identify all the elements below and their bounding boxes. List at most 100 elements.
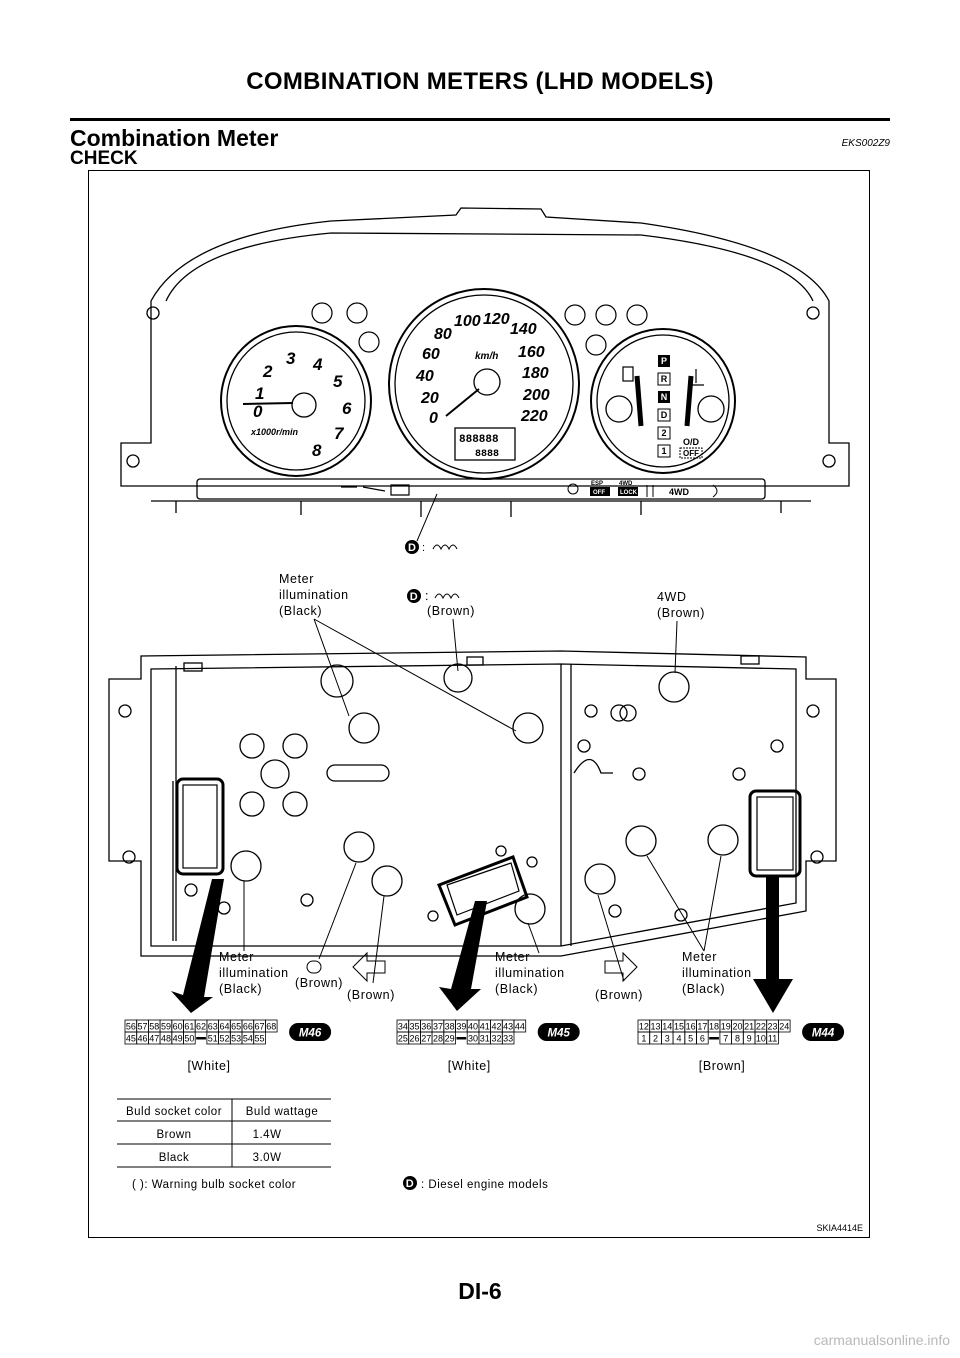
esp-off-label: OFF bbox=[593, 490, 605, 496]
pin-number: 31 bbox=[480, 1034, 490, 1044]
pin-number: 7 bbox=[723, 1034, 728, 1044]
connector-badge bbox=[537, 1023, 580, 1041]
airbag-icon bbox=[346, 302, 368, 324]
meter-front-view bbox=[120, 207, 850, 517]
speedo-num: 120 bbox=[483, 311, 510, 328]
speedometer-dial bbox=[388, 288, 580, 480]
gear-2: 2 bbox=[661, 428, 666, 438]
tacho-num: 5 bbox=[333, 372, 343, 391]
label-line: illumination bbox=[219, 966, 289, 980]
tacho-numbers: 0 1 2 3 4 5 6 7 8 x1000r/min bbox=[250, 349, 352, 460]
pin-number: 5 bbox=[688, 1034, 693, 1044]
housing-outline bbox=[120, 207, 850, 487]
connector-name: M45 bbox=[548, 1028, 571, 1040]
gear-indicator: P R N D 2 1 O/D OFF bbox=[657, 355, 703, 459]
pin-number: 18 bbox=[709, 1022, 719, 1032]
pin-number: 13 bbox=[651, 1022, 661, 1032]
pin-number: 42 bbox=[491, 1022, 501, 1032]
pin-number: 34 bbox=[398, 1022, 408, 1032]
lock-label: LOCK bbox=[620, 490, 638, 496]
label-line: (Brown) bbox=[427, 604, 475, 618]
pin-number: 37 bbox=[433, 1022, 443, 1032]
lower-indicators: ESP OFF 4WD LOCK 4WD bbox=[341, 481, 718, 498]
label-line: (Brown) bbox=[595, 988, 643, 1002]
esp-label: ESP bbox=[591, 481, 603, 487]
label-line: (Brown) bbox=[657, 606, 705, 620]
pin-number: 4 bbox=[676, 1034, 681, 1044]
rear-pointer-arrows bbox=[171, 876, 793, 1013]
pin-number: 40 bbox=[468, 1022, 478, 1032]
table-cell: 3.0W bbox=[253, 1152, 282, 1164]
pin-cell bbox=[513, 1019, 527, 1033]
pin-number: 47 bbox=[149, 1034, 159, 1044]
pin-number: 9 bbox=[747, 1034, 752, 1044]
tacho-num: 1 bbox=[255, 384, 264, 403]
header-rule bbox=[70, 118, 890, 121]
pin-number: 1 bbox=[641, 1034, 646, 1044]
trip-digits: 8888 bbox=[475, 449, 499, 460]
tachometer-dial bbox=[220, 325, 372, 477]
pin-number: 57 bbox=[138, 1022, 148, 1032]
warning-lamps bbox=[311, 302, 704, 386]
connector-badge bbox=[802, 1023, 845, 1041]
pin-cell bbox=[696, 1031, 709, 1045]
tacho-num: 3 bbox=[286, 349, 296, 368]
table-cell: Black bbox=[159, 1152, 190, 1164]
label-line: (Brown) bbox=[347, 988, 395, 1002]
pin-number: 27 bbox=[421, 1034, 431, 1044]
rear-leader-lines bbox=[243, 618, 722, 984]
tacho-num: 0 bbox=[253, 402, 263, 421]
connector-badge bbox=[289, 1023, 332, 1041]
pin-number: 14 bbox=[662, 1022, 672, 1032]
pin-number: 67 bbox=[255, 1022, 265, 1032]
connector-name: M44 bbox=[812, 1028, 835, 1040]
tacho-num: 8 bbox=[312, 441, 322, 460]
pin-number: 38 bbox=[445, 1022, 455, 1032]
pin-number: 52 bbox=[219, 1034, 229, 1044]
pin-number: 10 bbox=[756, 1034, 766, 1044]
figure-frame: 0 1 2 3 4 5 6 7 8 x1000r/min 0 20 40 60 … bbox=[88, 170, 870, 1238]
speedo-numbers: 0 20 40 60 80 100 120 140 160 180 200 22… bbox=[415, 311, 550, 460]
watermark: carmanualsonline.info bbox=[813, 1332, 950, 1348]
pin-number: 19 bbox=[721, 1022, 731, 1032]
abs-icon bbox=[626, 304, 648, 326]
diesel-note: : Diesel engine models bbox=[421, 1179, 548, 1191]
pin-number: 3 bbox=[665, 1034, 670, 1044]
meter-diagram: 0 1 2 3 4 5 6 7 8 x1000r/min 0 20 40 60 … bbox=[108, 207, 850, 1191]
label-line: Meter bbox=[219, 950, 254, 964]
pin-number: 35 bbox=[410, 1022, 420, 1032]
pin-number: 54 bbox=[243, 1034, 253, 1044]
speedo-num: 20 bbox=[420, 390, 439, 407]
table-cell: 1.4W bbox=[253, 1129, 282, 1141]
leader-line bbox=[416, 493, 438, 542]
slip-icon bbox=[585, 334, 607, 356]
rear-bottom-labels: Meter illumination (Black) (Brown) (Brow… bbox=[219, 950, 752, 1002]
tacho-num: 4 bbox=[312, 355, 323, 374]
table-header: Buld wattage bbox=[246, 1106, 319, 1118]
speedo-num: 140 bbox=[510, 321, 537, 338]
turn-signal-icon bbox=[564, 304, 586, 326]
pin-number: 61 bbox=[184, 1022, 194, 1032]
pin-number: 53 bbox=[231, 1034, 241, 1044]
label-line: illumination bbox=[682, 966, 752, 980]
label-line: (Black) bbox=[495, 982, 538, 996]
pin-cell bbox=[264, 1019, 278, 1033]
pin-number: 20 bbox=[732, 1022, 742, 1032]
pin-number: 28 bbox=[433, 1034, 443, 1044]
gear-1: 1 bbox=[661, 446, 666, 456]
pin-number: 65 bbox=[231, 1022, 241, 1032]
gear-p: P bbox=[661, 356, 667, 366]
label-line: 4WD bbox=[657, 590, 687, 604]
temp-icon bbox=[689, 369, 704, 386]
speedo-num: 80 bbox=[434, 326, 452, 343]
tacho-unit: x1000r/min bbox=[250, 427, 299, 437]
subsection-title: CHECK bbox=[70, 148, 138, 169]
left-arrow-icon bbox=[352, 951, 386, 983]
pin-gap bbox=[456, 1037, 467, 1040]
pin-number: 44 bbox=[515, 1022, 525, 1032]
speedo-unit: km/h bbox=[475, 351, 498, 362]
pin-number: 49 bbox=[173, 1034, 183, 1044]
diesel-symbol: D bbox=[408, 542, 416, 554]
